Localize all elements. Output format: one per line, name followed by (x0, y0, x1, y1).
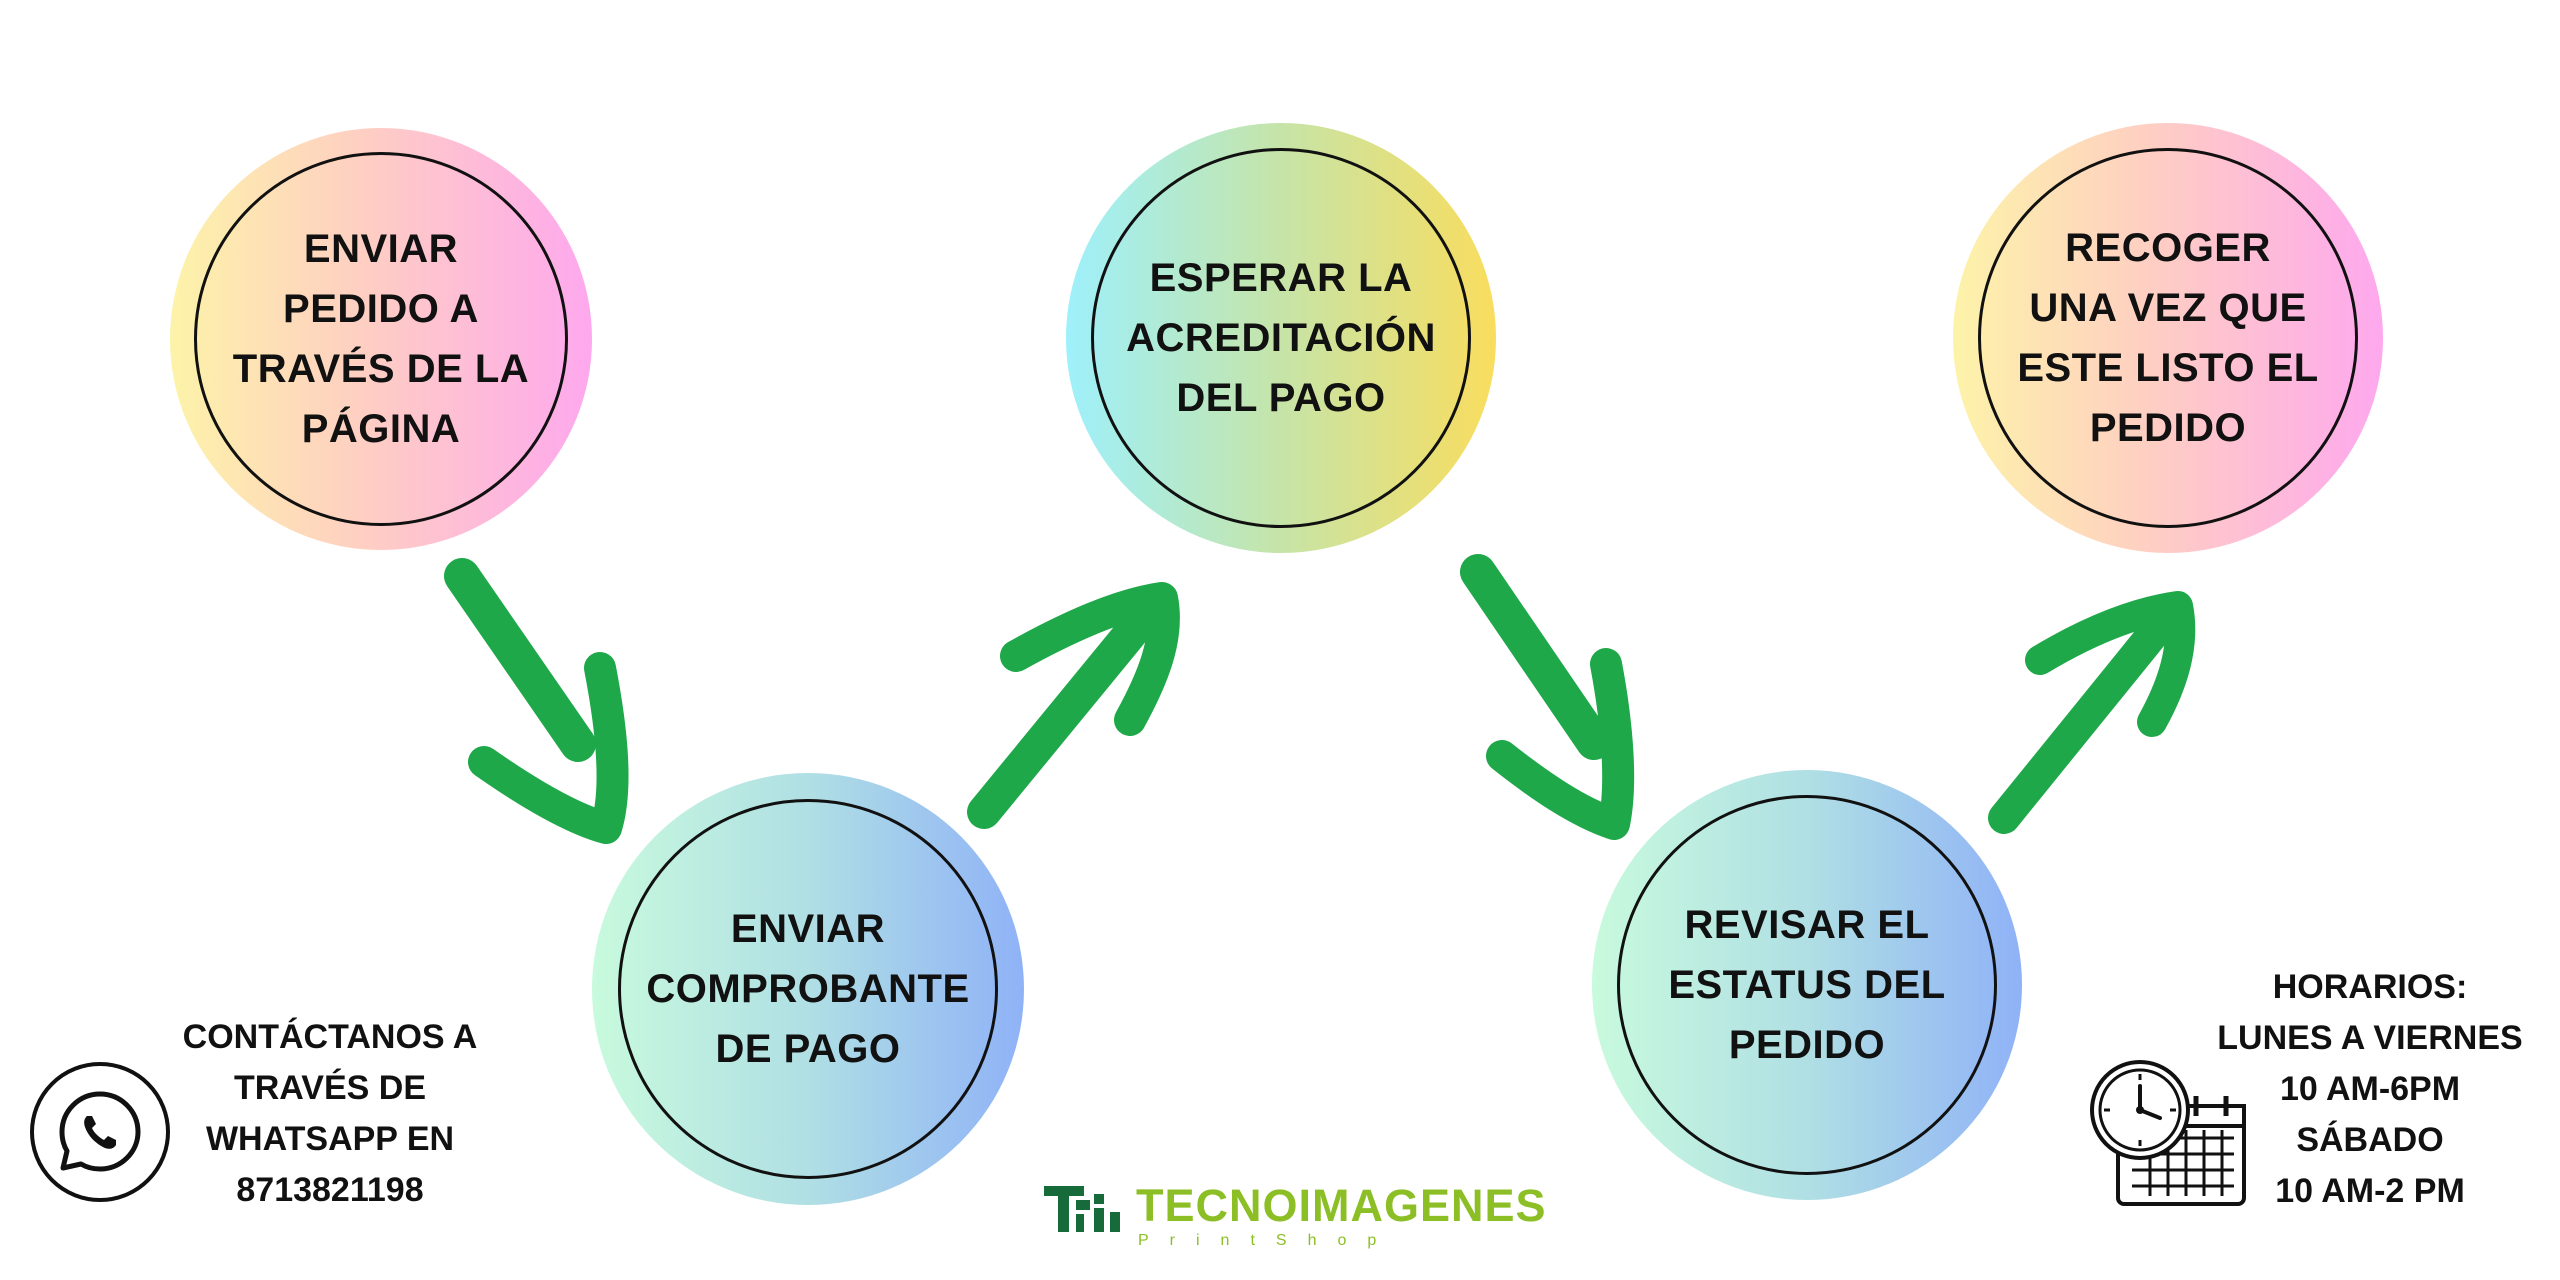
clock-calendar-icon (2090, 1060, 2246, 1206)
step-3-label: RECOGER UNA VEZ QUE ESTE LISTO EL PEDIDO (2017, 226, 2319, 450)
contact-text: CONTÁCTANOS A TRAVÉS DE WHATSAPP EN 8713… (182, 1018, 478, 1209)
hours-lines: LUNES A VIERNES 10 AM-6PM SÁBADO 10 AM-2… (2217, 1019, 2523, 1210)
step-2-circle: ESPERAR LA ACREDITACIÓN DEL PAGO (1066, 123, 1496, 553)
step-1-circle: ENVIAR PEDIDO A TRAVÉS DE LA PÁGINA (170, 128, 592, 550)
logo-sub-text: PrintShop (1138, 1232, 1398, 1249)
step-4-ring (618, 799, 998, 1179)
step-1-ring (194, 152, 568, 526)
arrow-step4-to-step5 (1988, 591, 2196, 834)
step-5-label: REVISAR EL ESTATUS DEL PEDIDO (1668, 903, 1946, 1067)
arrow-step3-to-step4 (1460, 554, 1635, 840)
step-3-ring (1978, 148, 2358, 528)
step-2-ring (1091, 148, 1471, 528)
arrow-step2-to-step3 (967, 582, 1180, 829)
step-5-ring (1617, 795, 1997, 1175)
step-1-label: ENVIAR PEDIDO A TRAVÉS DE LA PÁGINA (232, 227, 530, 451)
step-3-circle: RECOGER UNA VEZ QUE ESTE LISTO EL PEDIDO (1953, 123, 2383, 553)
logo-mark-icon (1044, 1186, 1120, 1232)
step-2-label: ESPERAR LA ACREDITACIÓN DEL PAGO (1126, 256, 1436, 420)
step-4-circle: ENVIAR COMPROBANTE DE PAGO (592, 773, 1024, 1205)
step-4-label: ENVIAR COMPROBANTE DE PAGO (646, 907, 970, 1071)
hours-title: HORARIOS: (2272, 968, 2468, 1006)
logo-brand-text: TECNOIMAGENES (1136, 1180, 1547, 1231)
whatsapp-icon (30, 1062, 170, 1202)
step-5-circle: REVISAR EL ESTATUS DEL PEDIDO (1592, 770, 2022, 1200)
arrow-step1-to-step2 (444, 558, 629, 844)
tecnoimagenes-logo: TECNOIMAGENES PrintShop (1042, 1180, 1546, 1260)
